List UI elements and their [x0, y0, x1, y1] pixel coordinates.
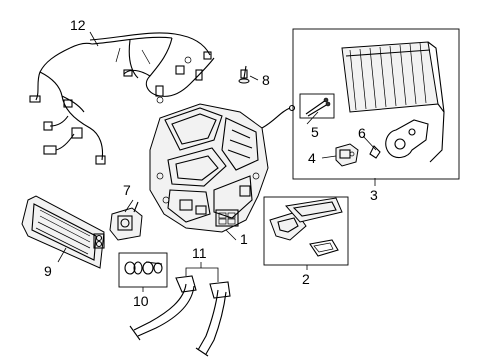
callout-12: 12: [70, 17, 86, 33]
callout-3: 3: [370, 187, 378, 203]
callout-1: 1: [240, 231, 248, 247]
duct-group-box: [263, 196, 349, 266]
callout-7: 7: [123, 182, 131, 198]
callout-4: 4: [308, 150, 316, 166]
bolt-box: [299, 93, 335, 119]
callout-6: 6: [358, 125, 366, 141]
evaporator-core: [341, 41, 445, 163]
callout-11: 11: [192, 245, 207, 261]
sensor-part: [238, 65, 250, 84]
ducts: [269, 197, 343, 257]
wiring-harness: [29, 32, 215, 165]
evaporator-group-box: [292, 28, 460, 180]
callout-8: 8: [262, 72, 270, 88]
callout-5: 5: [311, 124, 319, 140]
heater-hoses: [129, 275, 231, 357]
bolts: [305, 97, 331, 117]
callout-2: 2: [302, 271, 310, 287]
actuator: [109, 201, 143, 241]
o-ring: [369, 145, 381, 159]
seals: [124, 261, 163, 275]
leader-lines: [57, 31, 377, 292]
callout-10: 10: [133, 293, 149, 309]
expansion-valve: [335, 143, 359, 167]
heater-core: [21, 195, 105, 269]
callout-9: 9: [44, 263, 52, 279]
hvac-case: [149, 103, 296, 233]
